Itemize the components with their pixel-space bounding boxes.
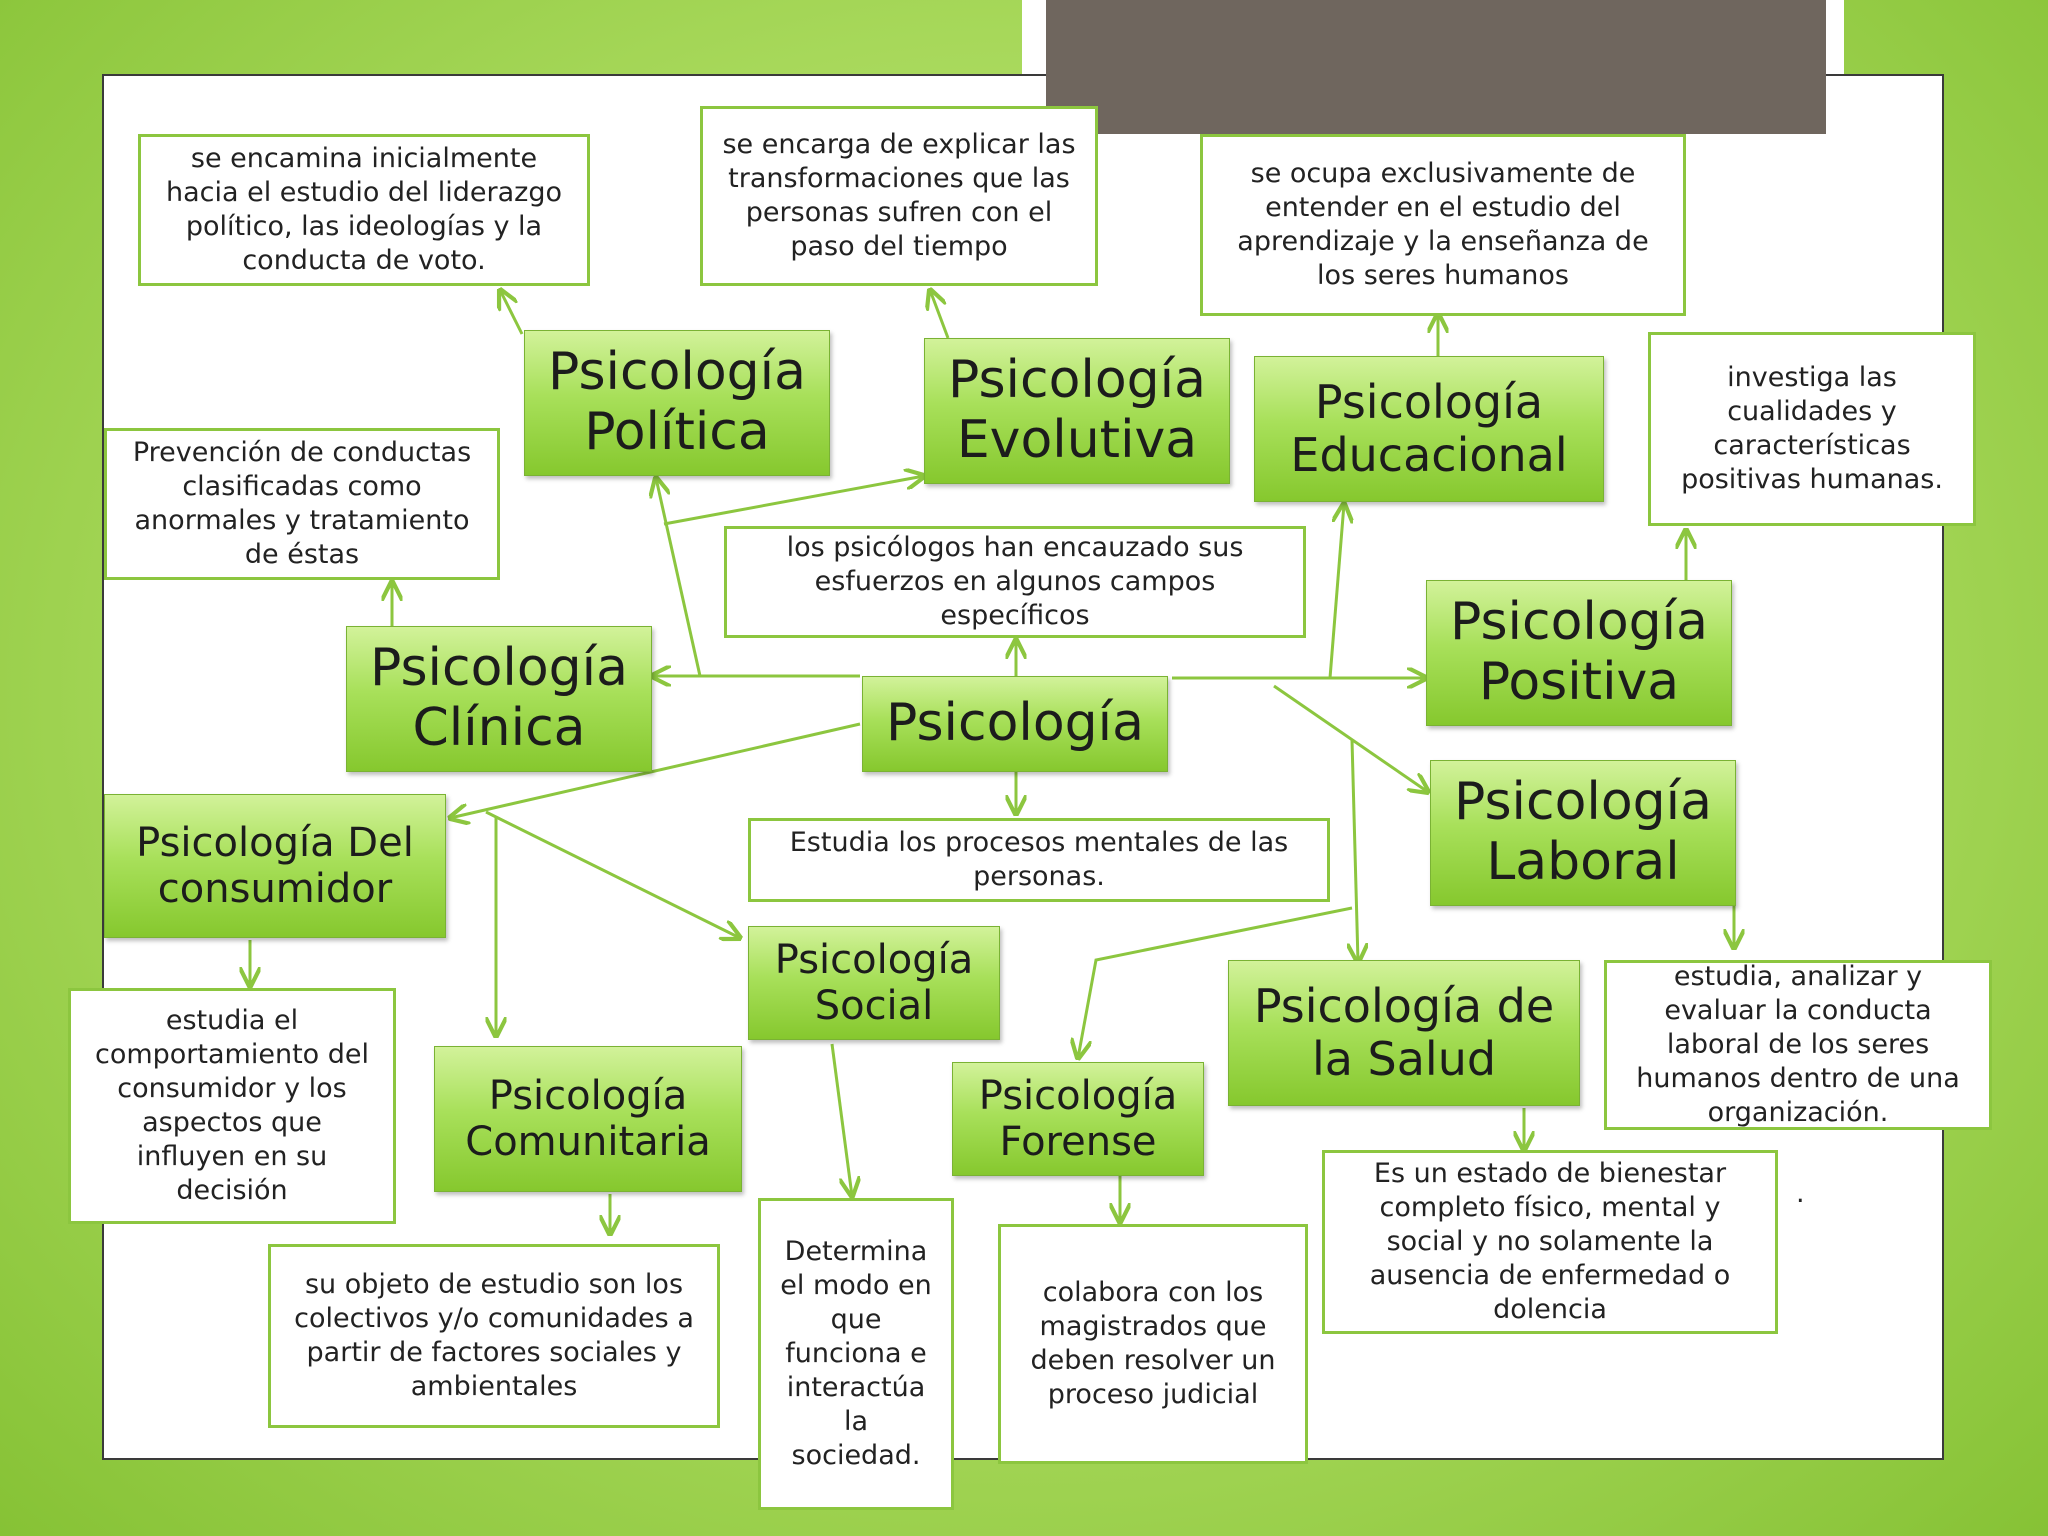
node-comunitaria: Psicología Comunitaria (434, 1046, 742, 1192)
consumidor-description: estudia el comportamiento del consumidor… (68, 988, 396, 1224)
node-center-psicologia: Psicología (862, 676, 1168, 772)
line-center-forense (1078, 906, 1353, 1058)
comunitaria-description: su objeto de estudio son los colectivos … (268, 1244, 720, 1428)
educacional-description: se ocupa exclusivamente de entender en e… (1200, 134, 1686, 316)
line-social-desc (830, 1043, 852, 1196)
node-laboral: Psicología Laboral (1430, 760, 1736, 906)
line-evolutiva-desc (930, 290, 950, 339)
forense-description: colabora con los magistrados que deben r… (998, 1224, 1308, 1464)
line-center-politica (656, 478, 702, 677)
node-positiva: Psicología Positiva (1426, 580, 1732, 726)
politica-description: se encamina inicialmente hacia el estudi… (138, 134, 590, 286)
line-center-consumidor (450, 722, 861, 818)
line-center-laboral (1273, 684, 1428, 792)
line-politica-desc (500, 290, 524, 335)
evolutiva-description: se encarga de explicar las transformacio… (700, 106, 1098, 286)
node-consumidor: Psicología Del consumidor (104, 794, 446, 938)
laboral-description: estudia, analizar y evaluar la conducta … (1604, 960, 1992, 1130)
line-center-evolutiva (663, 476, 924, 526)
stray-mark: . (1796, 1178, 1805, 1209)
clinica-description: Prevención de conductas clasificadas com… (104, 428, 500, 580)
intro-text: los psicólogos han encauzado sus esfuerz… (724, 526, 1306, 638)
node-forense: Psicología Forense (952, 1062, 1204, 1176)
node-salud: Psicología de la Salud (1228, 960, 1580, 1106)
line-center-salud (1352, 739, 1358, 962)
positiva-description: investiga las cualidades y característic… (1648, 332, 1976, 526)
definition-text: Estudia los procesos mentales de las per… (748, 818, 1330, 902)
salud-description: Es un estado de bienestar completo físic… (1322, 1150, 1778, 1334)
node-clinica: Psicología Clínica (346, 626, 652, 772)
node-evolutiva: Psicología Evolutiva (924, 338, 1230, 484)
title-bar (1046, 0, 1826, 134)
line-to-social (485, 810, 740, 938)
node-politica: Psicología Política (524, 330, 830, 476)
line-center-educacional (1328, 504, 1344, 679)
node-social: Psicología Social (748, 926, 1000, 1040)
social-description: Determina el modo en que funciona e inte… (758, 1198, 954, 1510)
node-educacional: Psicología Educacional (1254, 356, 1604, 502)
